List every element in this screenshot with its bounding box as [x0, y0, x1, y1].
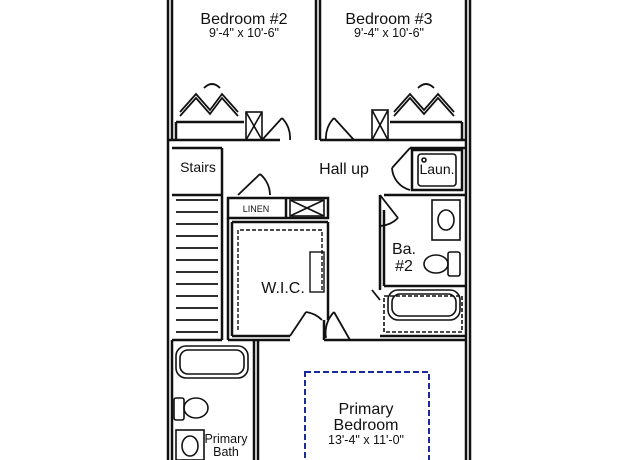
wic-label: W.I.C. [261, 280, 305, 297]
bedroom2-dims: 9'-4" x 10'-6" [209, 26, 279, 40]
stair-treads [176, 199, 218, 333]
laundry-label: Laun. [419, 161, 454, 177]
bath2-label-line1: Ba. [392, 241, 416, 258]
primary-bath-label-line2: Bath [213, 445, 239, 459]
linen-label: LINEN [243, 204, 270, 214]
primary-bedroom-dims: 13'-4" x 11'-0" [328, 433, 404, 447]
primary-bedroom-label-line2: Bedroom [334, 417, 399, 434]
closet-boxes [245, 109, 463, 333]
stairs-label: Stairs [180, 159, 216, 175]
bedroom3-dims: 9'-4" x 10'-6" [354, 26, 424, 40]
primary-bath-label-line1: Primary [204, 432, 248, 446]
bedroom3-label: Bedroom #3 [345, 11, 432, 28]
hall-label: Hall up [319, 161, 369, 178]
fixtures [173, 153, 461, 460]
closet-doors [179, 83, 455, 117]
primary-bedroom-label-line1: Primary [338, 401, 393, 418]
bath2-label-line2: #2 [395, 258, 413, 275]
wic-shelves [237, 229, 325, 330]
primary-bedroom-dashed-outline [304, 371, 430, 460]
walls [166, 0, 472, 460]
bedroom2-label: Bedroom #2 [200, 11, 287, 28]
swing-doors [237, 117, 411, 341]
